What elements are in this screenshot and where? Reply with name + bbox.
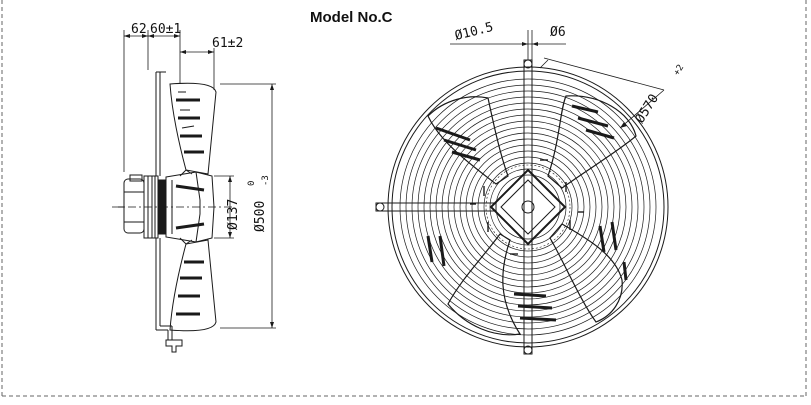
sheet-frame [1,0,807,397]
dim-label-guard-diameter: Ø570 [633,92,662,127]
dim-label-61: 61±2 [212,36,243,51]
guard-wires [399,78,657,336]
blade-top-right [547,95,637,189]
blade-bottom-right [549,223,623,323]
side-dimension-lines [123,30,276,329]
dim-label-62: 62 [131,22,147,37]
dim-label-pin-diameter: Ø6 [550,25,566,40]
dim-label-fan-tol-upper: 0 [247,181,257,186]
drawing-title: Model No.C [310,9,393,26]
dim-label-guard-tolerance: +2 [672,63,686,77]
guard-outer-ring [387,66,669,348]
front-view [375,30,669,355]
dim-label-hub-diameter: Ø137 [226,199,241,230]
mounting-bracket [155,71,183,353]
front-dimension-arrows [522,42,627,128]
front-dimension-lines [450,30,665,129]
motor-body [118,174,167,239]
side-dimension-arrows [124,34,274,328]
dim-label-60: 60±1 [150,22,181,37]
dim-label-hole-diameter: Ø10.5 [453,20,495,44]
fan-blades-side [169,82,217,332]
side-view [112,30,276,353]
front-hub [485,164,571,250]
dim-label-fan-diameter: Ø500 [253,201,268,232]
guard-inner-ring [391,70,665,344]
hub-fins [470,159,584,255]
blade-slots [426,104,628,322]
fan-hub [165,169,215,245]
dim-label-fan-tol-lower: -3 [261,175,271,186]
blade-bottom-left [447,233,522,336]
